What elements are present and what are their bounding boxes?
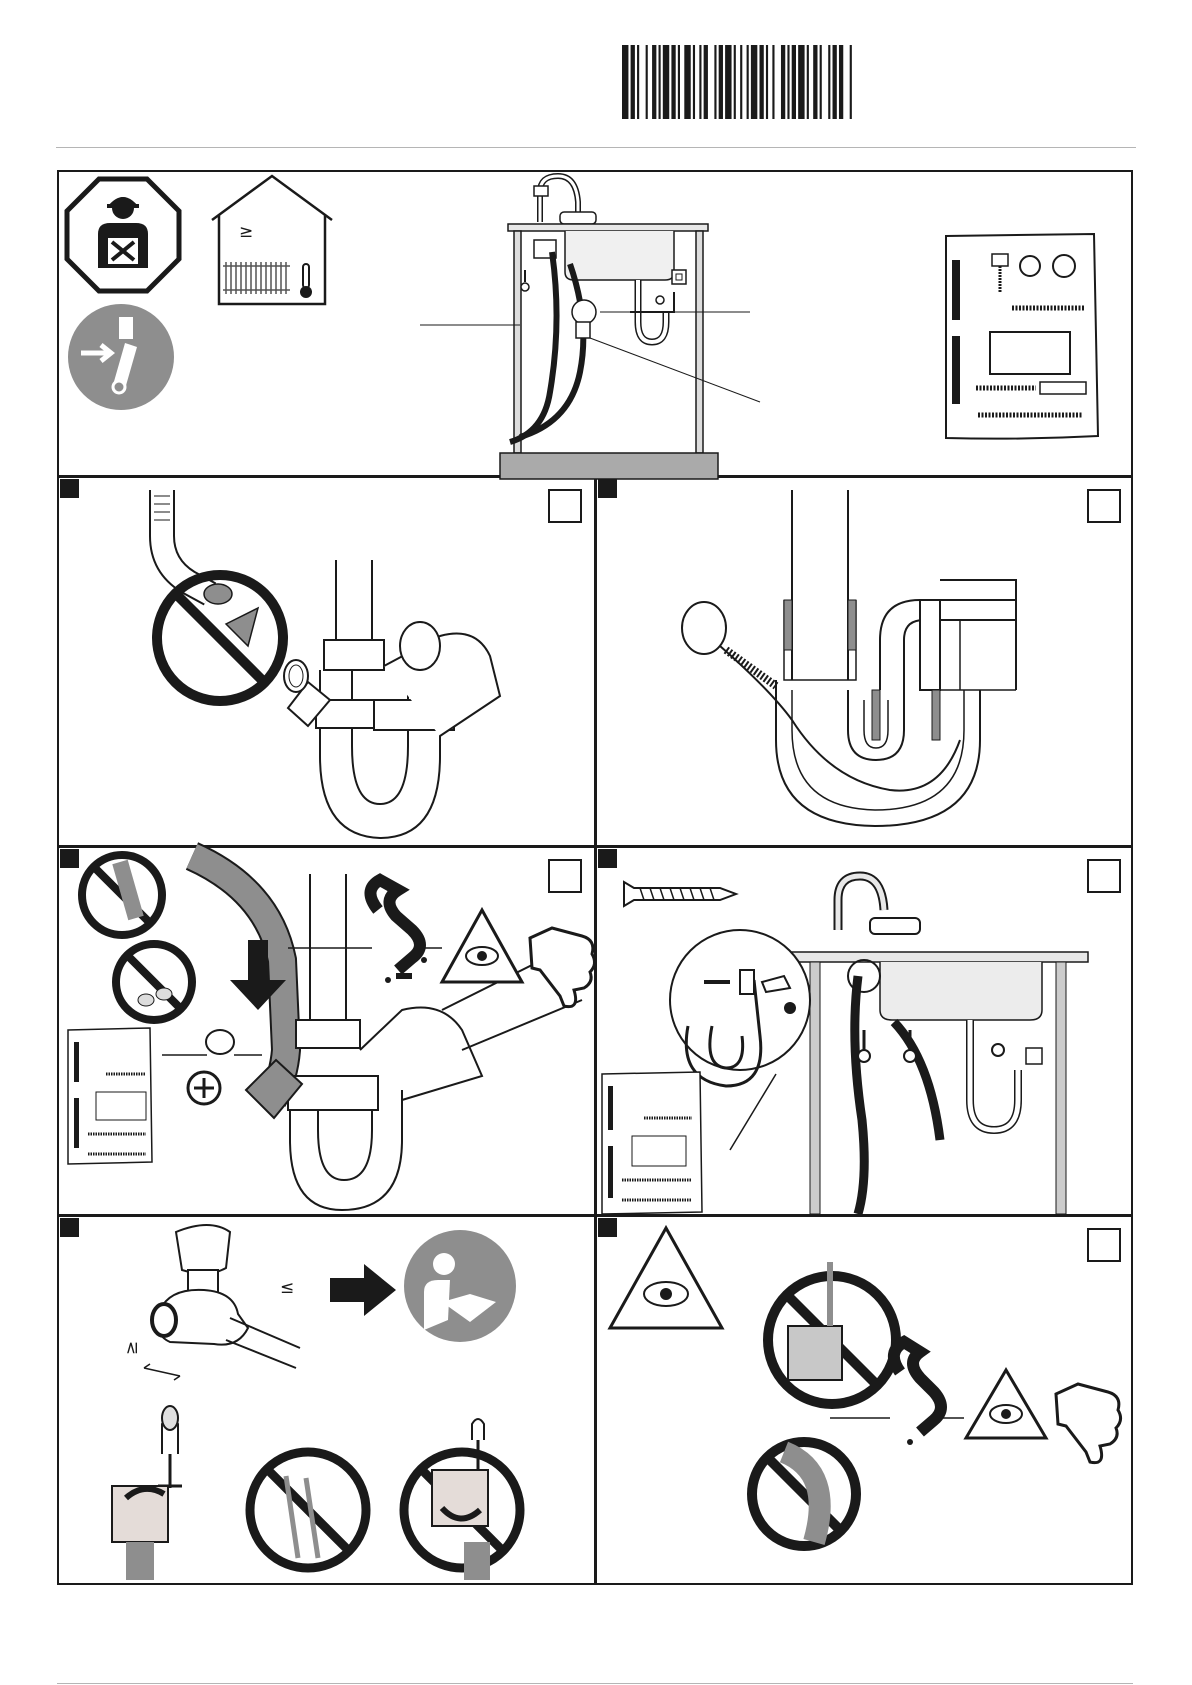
barcode-bar — [833, 45, 837, 119]
barcode-bar — [652, 45, 656, 119]
step-2-checkbox[interactable] — [1087, 489, 1121, 523]
barcode-bar — [792, 45, 796, 119]
column-divider — [594, 476, 597, 1584]
barcode — [622, 45, 854, 119]
step-marker-1 — [60, 479, 79, 498]
step-marker-2 — [598, 479, 617, 498]
barcode-bar — [704, 45, 708, 119]
room-temperature-icon — [206, 172, 338, 307]
step-1-checkbox[interactable] — [548, 489, 582, 523]
barcode-bar — [781, 45, 785, 119]
barcode-bar — [684, 45, 690, 119]
barcode-bar — [850, 45, 852, 119]
siphon-cross-section-illustration — [680, 490, 1020, 830]
barcode-bar — [820, 45, 822, 119]
barcode-bar — [714, 45, 716, 119]
barcode-bar — [646, 45, 648, 119]
check-leaks-illustration — [604, 1222, 1124, 1582]
header-divider — [56, 147, 1136, 148]
barcode-bar — [751, 45, 757, 119]
barcode-bar — [813, 45, 817, 119]
barcode-bar — [725, 45, 731, 119]
accessory-bag — [942, 232, 1102, 442]
barcode-bar — [699, 45, 701, 119]
qualified-installer-icon — [64, 176, 182, 294]
fix-hose-bracket-illustration — [600, 860, 1090, 1215]
disconnect-power-icon — [67, 303, 175, 411]
barcode-bar — [637, 45, 639, 119]
barcode-bar — [772, 45, 774, 119]
barcode-bar — [747, 45, 749, 119]
step-marker-5 — [60, 1218, 79, 1237]
step-4-checkbox[interactable] — [1087, 859, 1121, 893]
barcode-bar — [671, 45, 675, 119]
barcode-bar — [740, 45, 742, 119]
barcode-bar — [719, 45, 723, 119]
barcode-bar — [759, 45, 763, 119]
barcode-bar — [659, 45, 661, 119]
barcode-bar — [787, 45, 789, 119]
barcode-bar — [807, 45, 809, 119]
min-length-symbol: ≥ — [122, 1341, 142, 1355]
barcode-bar — [734, 45, 736, 119]
barcode-bar — [839, 45, 843, 119]
max-torque-symbol: ≤ — [280, 1278, 294, 1298]
min-temperature-symbol: ≥ — [239, 222, 253, 242]
connect-drain-hose-illustration — [62, 850, 592, 1212]
water-tap-illustration — [130, 1218, 550, 1580]
barcode-bar — [631, 45, 635, 119]
barcode-bar — [828, 45, 830, 119]
sink-cabinet-overview — [460, 172, 760, 482]
barcode-bar — [663, 45, 669, 119]
barcode-bar — [622, 45, 628, 119]
barcode-bar — [678, 45, 680, 119]
remove-drain-cap-illustration — [140, 486, 520, 841]
barcode-bar — [766, 45, 768, 119]
footer-divider — [57, 1683, 1133, 1684]
barcode-bar — [798, 45, 804, 119]
barcode-bar — [693, 45, 695, 119]
